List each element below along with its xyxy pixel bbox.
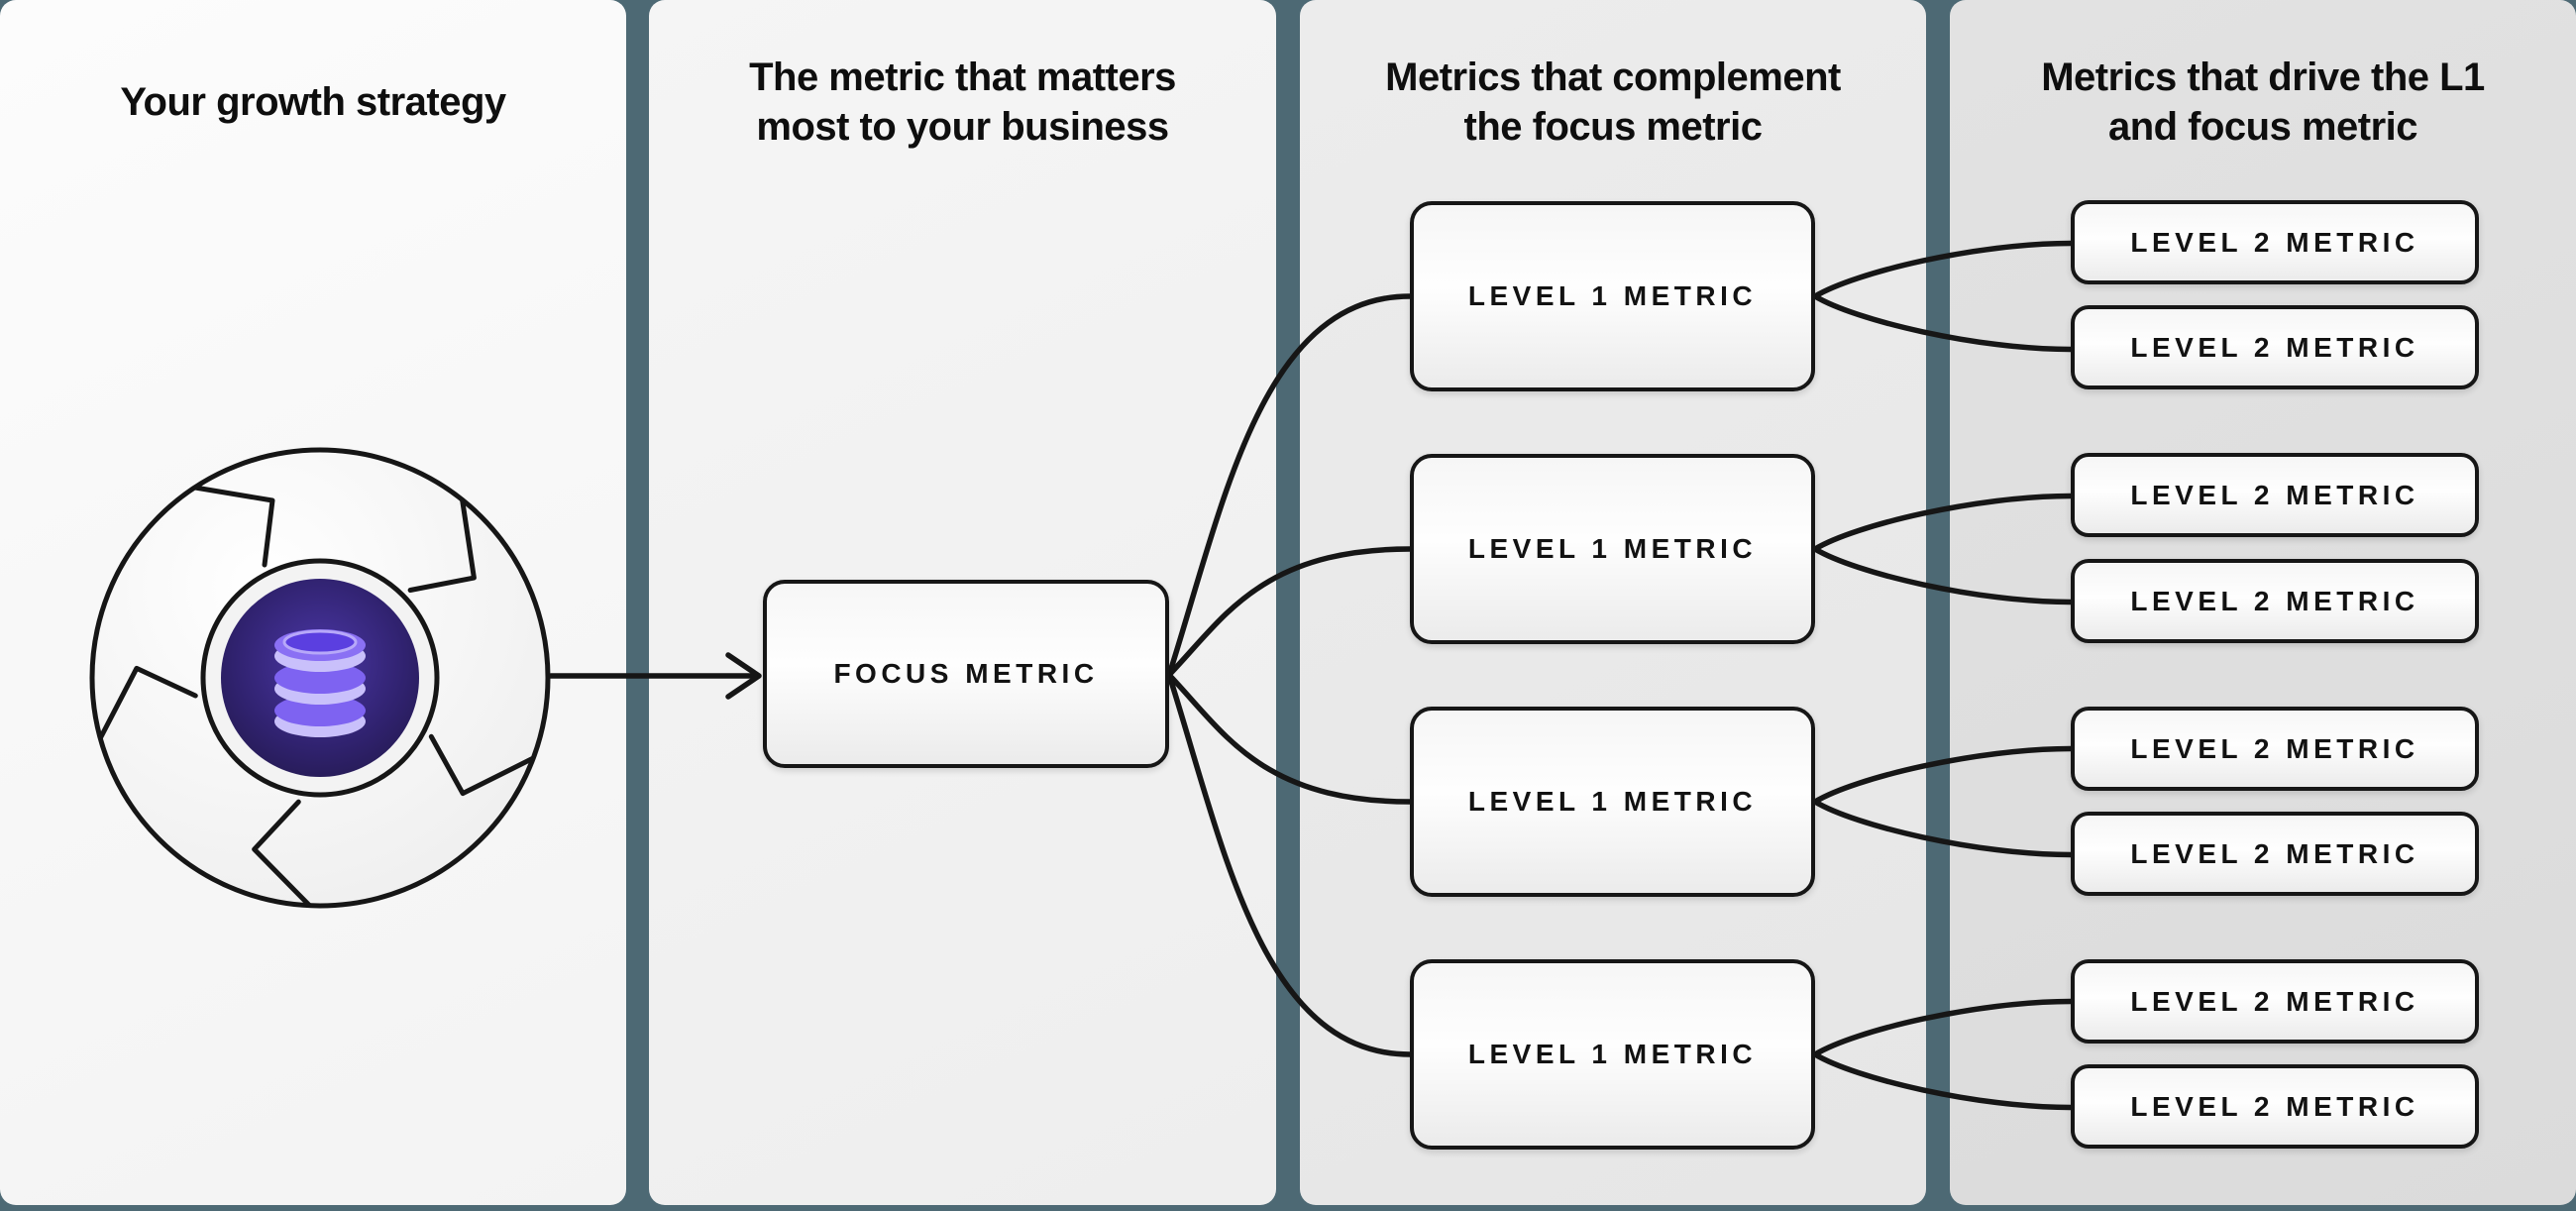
level1-metric-box-3: LEVEL 1 METRIC <box>1410 707 1815 897</box>
level2-metric-label: LEVEL 2 METRIC <box>2130 226 2419 258</box>
level2-metric-box-1: LEVEL 2 METRIC <box>2071 200 2479 284</box>
level2-metric-label: LEVEL 2 METRIC <box>2130 985 2419 1017</box>
panel-title-level1-metrics: Metrics that complement the focus metric <box>1300 53 1926 152</box>
level1-metric-box-2: LEVEL 1 METRIC <box>1410 454 1815 644</box>
level2-metric-label: LEVEL 2 METRIC <box>2130 585 2419 616</box>
focus-metric-label: FOCUS METRIC <box>833 658 1099 689</box>
level1-metric-box-4: LEVEL 1 METRIC <box>1410 959 1815 1150</box>
level2-metric-label: LEVEL 2 METRIC <box>2130 837 2419 869</box>
level2-metric-box-8: LEVEL 2 METRIC <box>2071 1064 2479 1149</box>
flywheel-blades <box>97 485 536 908</box>
level1-metric-label: LEVEL 1 METRIC <box>1467 280 1758 311</box>
level2-metric-box-2: LEVEL 2 METRIC <box>2071 305 2479 389</box>
level2-metric-box-4: LEVEL 2 METRIC <box>2071 559 2479 643</box>
level2-metric-label: LEVEL 2 METRIC <box>2130 1090 2419 1122</box>
level2-metric-label: LEVEL 2 METRIC <box>2130 732 2419 764</box>
level2-metric-box-3: LEVEL 2 METRIC <box>2071 453 2479 537</box>
level1-metric-box-1: LEVEL 1 METRIC <box>1410 201 1815 391</box>
panel-title-focus-metric: The metric that matters most to your bus… <box>649 53 1276 152</box>
panel-title-growth-strategy: Your growth strategy <box>0 77 626 127</box>
title-line: the focus metric <box>1463 105 1763 149</box>
flywheel-graphic <box>89 447 551 909</box>
title-line: and focus metric <box>2107 105 2418 149</box>
level1-metric-label: LEVEL 1 METRIC <box>1467 1039 1758 1069</box>
level2-metric-box-7: LEVEL 2 METRIC <box>2071 959 2479 1044</box>
title-line: The metric that matters <box>749 55 1176 99</box>
level2-metric-label: LEVEL 2 METRIC <box>2130 479 2419 510</box>
level2-metric-box-6: LEVEL 2 METRIC <box>2071 812 2479 896</box>
focus-metric-box: FOCUS METRIC <box>763 580 1169 768</box>
flywheel-icon <box>87 445 553 911</box>
level2-metric-label: LEVEL 2 METRIC <box>2130 331 2419 363</box>
level2-metric-box-5: LEVEL 2 METRIC <box>2071 707 2479 791</box>
title-line: most to your business <box>756 105 1169 149</box>
level1-metric-label: LEVEL 1 METRIC <box>1467 533 1758 564</box>
title-line: Metrics that complement <box>1385 55 1841 99</box>
panel-title-level2-metrics: Metrics that drive the L1 and focus metr… <box>1950 53 2576 152</box>
title-line: Metrics that drive the L1 <box>2041 55 2485 99</box>
database-icon <box>274 629 366 737</box>
title-line: Your growth strategy <box>120 80 506 124</box>
level1-metric-label: LEVEL 1 METRIC <box>1467 786 1758 817</box>
